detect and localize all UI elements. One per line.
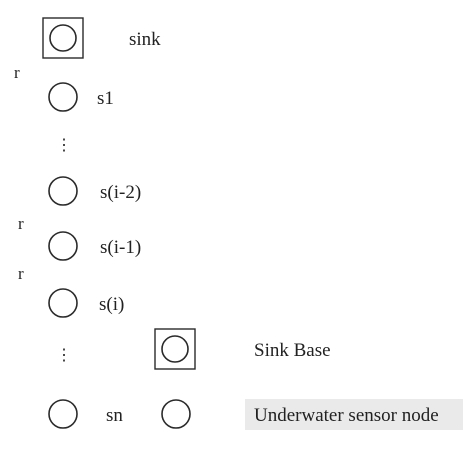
sensor-node-sn xyxy=(48,399,78,429)
legend-sink-circle xyxy=(161,335,189,363)
legend-sensor-node-label: Underwater sensor node xyxy=(254,405,439,426)
distance-label-r-2: r xyxy=(18,214,24,233)
sink-node xyxy=(42,17,84,59)
ellipsis-upper: ⋮ xyxy=(56,137,72,154)
sink-circle xyxy=(49,24,77,52)
node-label-s-i: s(i) xyxy=(99,294,124,315)
legend-sink-base-symbol xyxy=(154,328,196,370)
distance-label-r-3: r xyxy=(18,264,24,283)
sensor-node-s1 xyxy=(48,82,78,112)
sensor-node-s-i xyxy=(48,288,78,318)
node-label-s-i-minus-1: s(i-1) xyxy=(100,237,141,258)
sink-label: sink xyxy=(129,29,161,50)
node-label-sn: sn xyxy=(106,405,123,426)
legend-sink-box xyxy=(154,328,196,370)
distance-label-r-1: r xyxy=(14,63,20,82)
ellipsis-lower: ⋮ xyxy=(56,347,72,364)
node-label-s-i-minus-2: s(i-2) xyxy=(100,182,141,203)
legend-sink-base-label: Sink Base xyxy=(254,340,331,361)
sensor-node-s-i-minus-1 xyxy=(48,231,78,261)
sensor-node-s-i-minus-2 xyxy=(48,176,78,206)
node-label-s1: s1 xyxy=(97,88,114,109)
legend-sensor-label-background xyxy=(245,399,463,430)
legend-sensor-node-circle xyxy=(161,399,191,429)
sink-box xyxy=(42,17,84,59)
